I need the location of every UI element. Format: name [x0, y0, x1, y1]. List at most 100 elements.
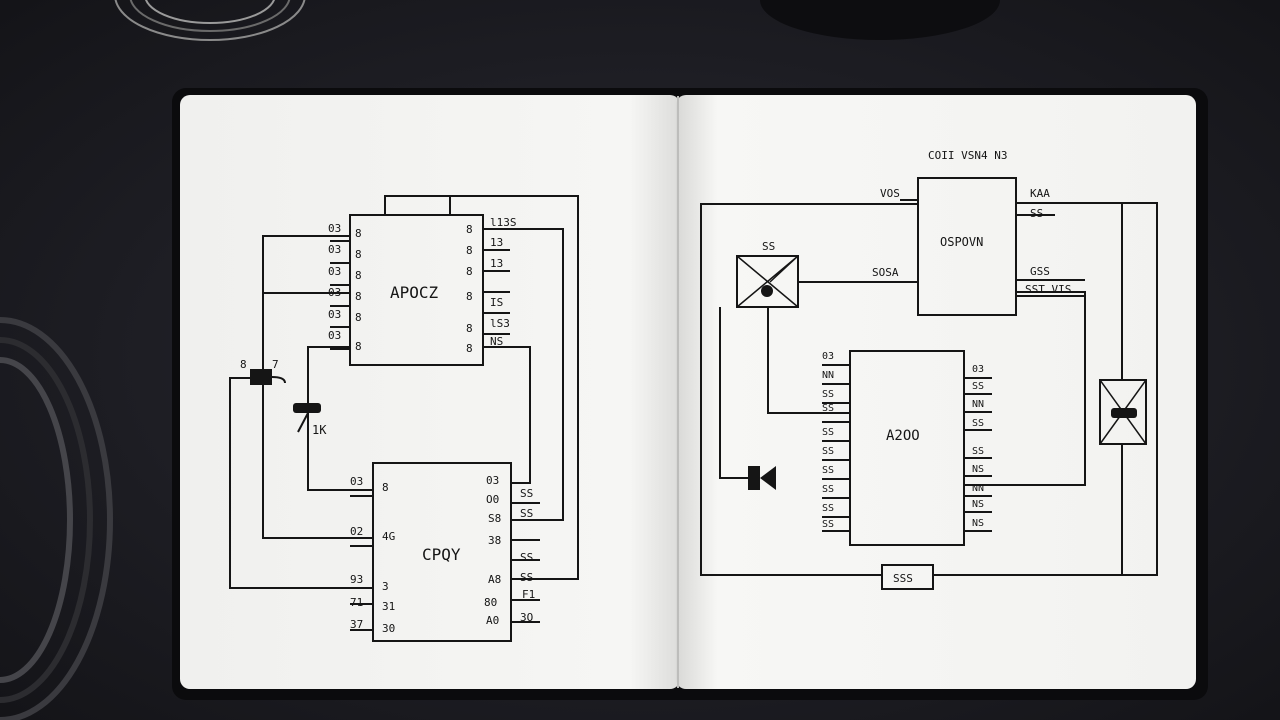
- pin-number: 8: [355, 248, 362, 261]
- cable-coil-top: [114, 0, 306, 41]
- left-connector-label: 7: [272, 358, 279, 371]
- pin-label: SS: [822, 427, 834, 438]
- left-connector: [250, 369, 272, 385]
- pin-label: 03: [328, 222, 341, 235]
- right-chip-bottom-label: A2OO: [886, 428, 920, 444]
- pin-label: NN: [972, 399, 984, 410]
- pin-number: 3: [382, 580, 389, 593]
- pin-number: A8: [488, 573, 501, 586]
- desk-object: [760, 0, 1000, 40]
- pin-number: 8: [466, 265, 473, 278]
- right-chip-bottom-left-pins: 03 NN SS SS SS SS SS SS SS SS: [822, 351, 834, 530]
- left-schematic: [229, 195, 579, 642]
- pin-number: 8: [355, 340, 362, 353]
- pin-number: 38: [488, 534, 501, 547]
- right-side-component: [1111, 408, 1137, 418]
- pin-number: 30: [382, 622, 395, 635]
- right-chip-top-left-label: VOS: [880, 187, 900, 200]
- left-chip-bottom: [372, 462, 512, 642]
- pin-label: SS: [972, 381, 984, 392]
- pin-label: 03: [328, 329, 341, 342]
- pin-label: NS: [972, 518, 984, 529]
- left-chip-bottom-pins: 03 02 93 71 37 8 4G 3 31 30 03 O0 S8 38 …: [350, 474, 535, 635]
- pin-number: 8: [466, 290, 473, 303]
- pin-number: 8: [466, 322, 473, 335]
- left-chip-top: [349, 214, 484, 366]
- right-diode-box-label: SS: [762, 240, 775, 253]
- pin-label: SS: [822, 389, 834, 400]
- pin-label: l13S: [490, 216, 517, 229]
- pin-number: 31: [382, 600, 395, 613]
- pin-label: NS: [490, 335, 503, 348]
- pin-number: 8: [355, 227, 362, 240]
- left-chip-top-right-pins: 8 8 8 8 8 8 l13S 13 13 IS lS3 NS: [466, 216, 517, 355]
- pin-number: 8: [382, 481, 389, 494]
- pin-label: NS: [972, 464, 984, 475]
- right-diode-symbol: [748, 466, 776, 490]
- right-bottom-box: [881, 564, 934, 590]
- pin-label: SS: [822, 503, 834, 514]
- right-diode-dot: [761, 285, 773, 297]
- right-bottom-box-label: SSS: [893, 572, 913, 585]
- right-chip-top-label: OSPOVN: [940, 235, 983, 249]
- pin-label: SS: [520, 571, 533, 584]
- right-schematic: [700, 177, 1158, 590]
- left-resistor: [293, 403, 321, 413]
- right-chip-top-mid-label: SOSA: [872, 266, 899, 279]
- pin-number: A0: [486, 614, 499, 627]
- pin-number: 03: [486, 474, 499, 487]
- pin-label: 3O: [520, 611, 533, 624]
- pin-label: 93: [350, 573, 363, 586]
- pin-label: 13: [490, 257, 503, 270]
- pin-label: 71: [350, 596, 363, 609]
- pin-number: O0: [486, 493, 499, 506]
- pin-number: 8: [466, 342, 473, 355]
- cable-coil-left: [0, 317, 113, 720]
- pin-number: 8: [355, 269, 362, 282]
- pin-label: SS: [822, 484, 834, 495]
- pin-label: F1: [522, 588, 535, 601]
- pin-number: S8: [488, 512, 501, 525]
- pin-label: SS: [972, 418, 984, 429]
- pin-label: lS3: [490, 317, 510, 330]
- left-connector-lead: [271, 376, 286, 384]
- left-resistor-label: 1K: [312, 423, 327, 437]
- pin-label: SS: [520, 487, 533, 500]
- pin-label: 03: [328, 265, 341, 278]
- pin-label: 03: [972, 364, 984, 375]
- pin-label: 03: [350, 475, 363, 488]
- pin-number: 8: [466, 244, 473, 257]
- pin-label: 03: [328, 308, 341, 321]
- left-page: [180, 95, 680, 689]
- pin-label: SS: [520, 551, 533, 564]
- right-chip-top-pin: SST VIS: [1025, 283, 1071, 296]
- pin-label: SS: [822, 403, 834, 414]
- left-chip-top-label: APOCZ: [390, 283, 439, 302]
- right-chip-top-pin: KAA: [1030, 187, 1050, 200]
- pin-label: NN: [822, 370, 834, 381]
- right-chip-top-header: COII VSN4 N3: [928, 149, 1007, 162]
- pin-number: 8: [355, 311, 362, 324]
- left-chip-bottom-label: CPQY: [422, 545, 461, 564]
- right-chip-bottom: [849, 350, 965, 546]
- right-chip-top-pin: GSS: [1030, 265, 1050, 278]
- pin-label: 03: [328, 243, 341, 256]
- right-chip-top: [917, 177, 1017, 316]
- pin-label: NN: [972, 483, 984, 494]
- pin-label: 13: [490, 236, 503, 249]
- pin-label: SS: [822, 446, 834, 457]
- pin-number: 80: [484, 596, 497, 609]
- left-connector-label: 8: [240, 358, 247, 371]
- pin-label: NS: [972, 499, 984, 510]
- pin-label: IS: [490, 296, 503, 309]
- pin-number: 4G: [382, 530, 395, 543]
- right-page: [676, 95, 1196, 689]
- pin-label: 02: [350, 525, 363, 538]
- left-chip-top-left-pins: 03 03 03 03 03 03 8 8 8 8 8 8: [328, 222, 362, 353]
- right-chip-bottom-right-pins: 03 SS NN SS SS NS NN NS NS: [972, 364, 984, 529]
- left-resistor-lead: [297, 412, 309, 433]
- pin-label: SS: [822, 465, 834, 476]
- pin-label: 37: [350, 618, 363, 631]
- pin-label: SS: [822, 519, 834, 530]
- pin-label: SS: [972, 446, 984, 457]
